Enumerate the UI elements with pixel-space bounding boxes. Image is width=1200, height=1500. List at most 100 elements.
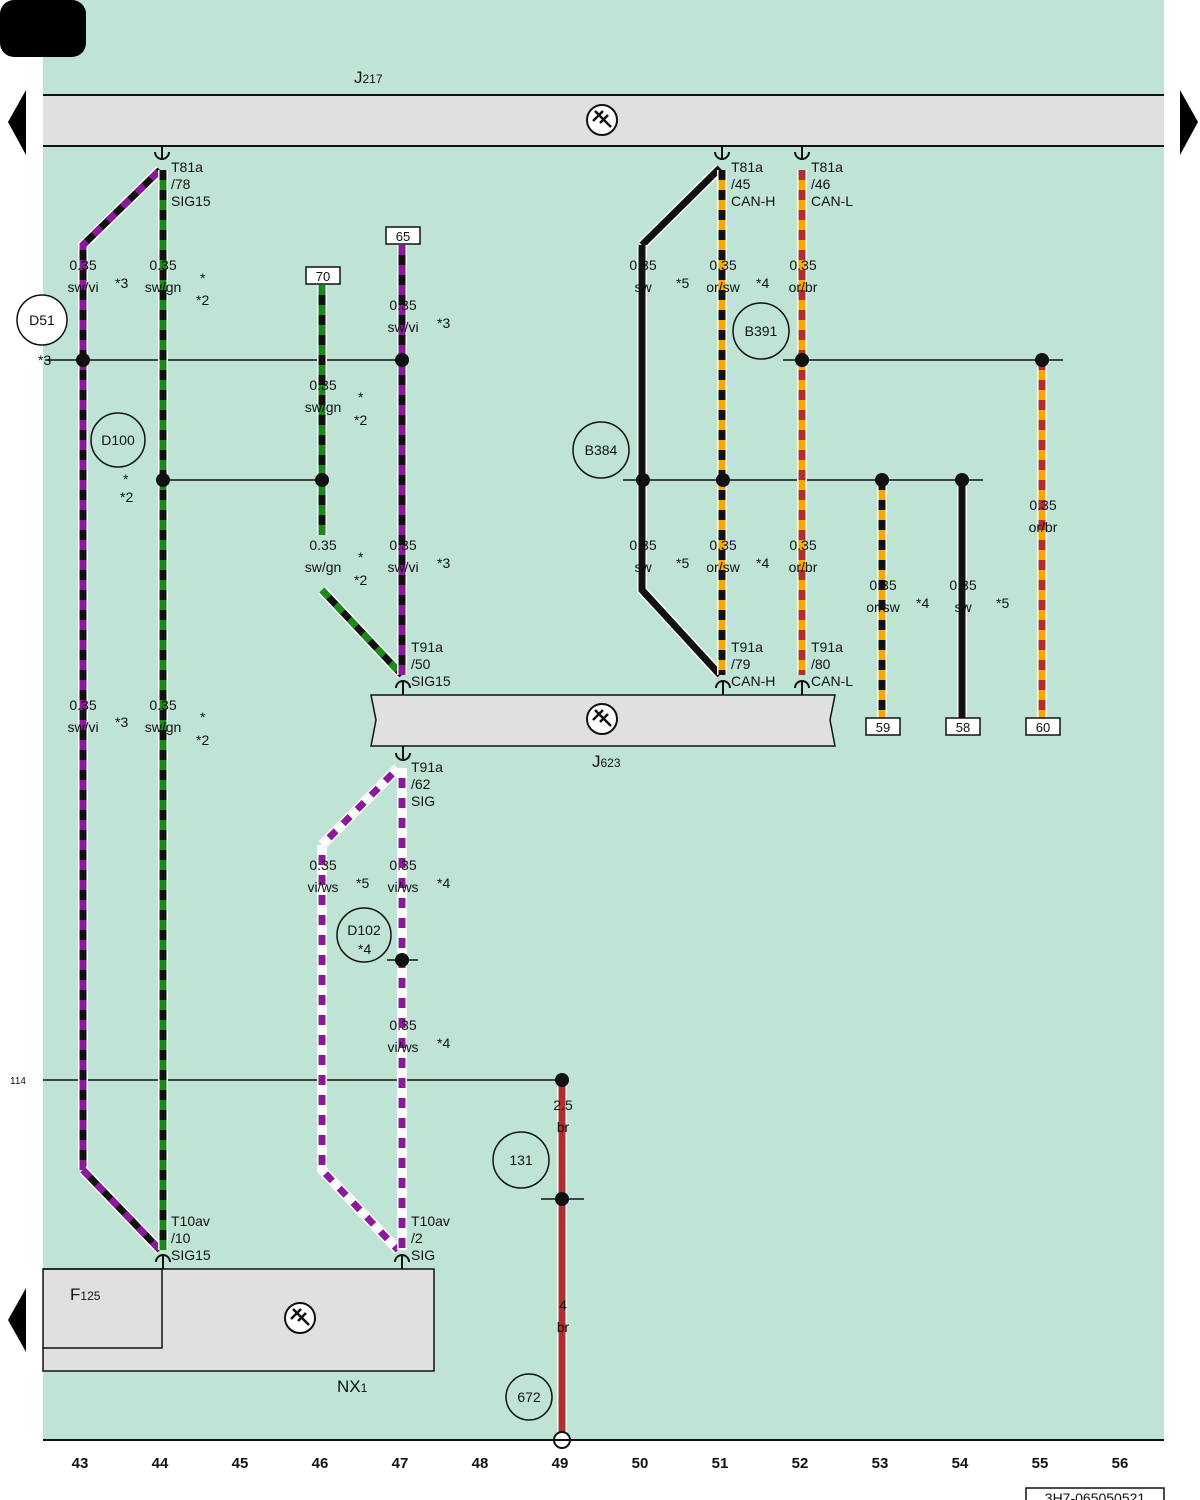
nx1-label: NX1 [337,1377,368,1396]
connector-label: D51 [29,312,55,328]
side-ref-label: 114 [10,1076,26,1087]
wire-note: *3 [437,315,450,331]
wire-note: *3 [115,714,128,730]
wire-note: *4 [437,1035,450,1051]
ref-label: 70 [316,269,330,284]
ref-box [945,717,981,736]
nx1-control-unit-icon [283,1301,317,1335]
column-number: 50 [632,1455,649,1472]
connector-circle [90,412,146,468]
wire-note: * [358,549,364,565]
j217-label: J217 [354,68,383,87]
wire-note: *4 [437,875,450,891]
wire [80,1167,163,1253]
column-number: 44 [152,1455,169,1472]
connector-circle [16,294,68,346]
j623-label: J623 [592,752,621,771]
wire-note: *4 [916,595,929,611]
connector-circle [492,1131,550,1189]
wire-note: *2 [196,732,209,748]
wire-note: *5 [676,275,689,291]
column-number: 52 [792,1455,809,1472]
nx1-box [42,1268,435,1372]
wire [639,165,723,248]
next-page-arrow-icon[interactable] [1180,90,1198,155]
wire-note: *4 [756,555,769,571]
prev-page-arrow-icon[interactable] [8,90,26,155]
ref-box [865,717,901,736]
wire-note: *3 [115,275,128,291]
wire-note: *2 [196,292,209,308]
wire-note: *5 [356,875,369,891]
pin-symbols [154,146,810,1269]
wire-note: *2 [354,412,367,428]
column-number: 46 [312,1455,329,1472]
prev-page-arrow-lower-icon[interactable] [8,1288,26,1352]
j623-control-unit-icon [585,702,619,736]
wire-note: * [200,709,206,725]
wire [638,245,723,678]
connector-label: 131 [509,1152,533,1168]
ref-box [385,226,421,245]
column-number: 53 [872,1455,889,1472]
connector-circle [505,1373,553,1421]
f125-box [43,1268,163,1349]
wire-note: *2 [354,572,367,588]
j217-control-unit-icon [585,103,619,137]
junction-dots [76,353,1049,1206]
wire-stripe [79,167,163,1170]
footer-code: 3H7-065050521 [1045,1490,1146,1500]
connector-circle [572,421,630,479]
connector-label: B384 [585,442,618,458]
ref-box [305,266,341,285]
column-number: 51 [712,1455,729,1472]
ref-label: 60 [1036,720,1050,735]
wire-note: *3 [437,555,450,571]
connector-note: * [123,471,129,487]
connector-note: *3 [38,352,51,368]
wires [78,164,1047,1432]
footer-code-box [1025,1487,1165,1500]
connector-label: D100 [101,432,135,448]
ref-label: 59 [876,720,890,735]
column-number: 54 [952,1455,969,1472]
column-number: 48 [472,1455,489,1472]
junction-lines [43,359,1063,1081]
connector-circle [336,907,392,963]
column-number: 45 [232,1455,249,1472]
column-number: 47 [392,1455,409,1472]
wire-stripe [318,845,401,1253]
wire-note: *4 [756,275,769,291]
connector-label: B391 [745,323,778,339]
wire-note: *5 [996,595,1009,611]
